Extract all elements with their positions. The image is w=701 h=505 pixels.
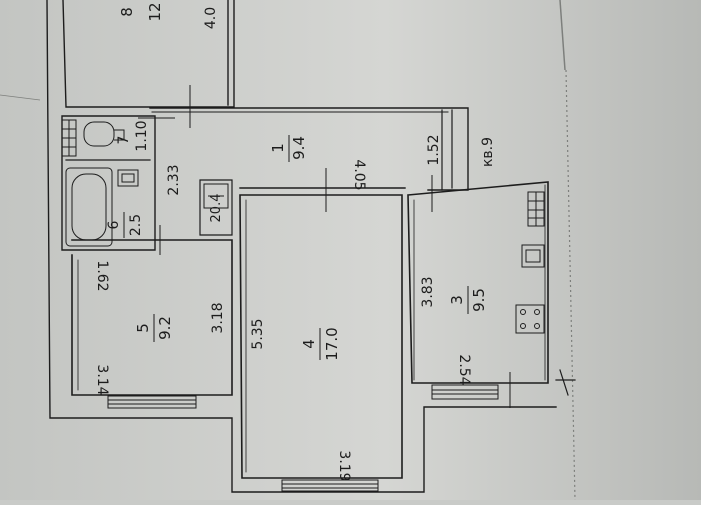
bathtub-icon [65, 167, 113, 247]
windows [107, 384, 499, 492]
kitchen-vent-grille-icon [527, 191, 545, 227]
room-5-dim-side: 3.18 [210, 302, 226, 333]
room-8-area: 12 [146, 2, 164, 21]
room-4-number: 4 [300, 339, 318, 349]
toilet-icon [83, 121, 125, 147]
room-4-dim-bottom: 3.19 [336, 450, 352, 481]
plan-labels: 8 12 4.0 1 9.4 4.05 1.52 1.10 кв.9 7 6 2… [94, 2, 496, 481]
window-room-3 [431, 384, 499, 400]
fixtures [61, 119, 545, 334]
room-6-dim: 2.33 [166, 164, 182, 195]
bathroom-sink-icon [117, 169, 139, 187]
room-5-number: 5 [134, 323, 152, 333]
room-4-dim-side: 5.35 [250, 318, 266, 349]
room-3-dim-bottom: 2.54 [456, 354, 472, 385]
room-1-walls [149, 107, 469, 191]
room-7-dim: 1.10 [134, 120, 150, 151]
room-4-area: 17.0 [323, 327, 341, 360]
room-4-walls [239, 194, 403, 479]
room-1-dim-length: 4.05 [351, 159, 367, 190]
paper-edges [0, 0, 576, 501]
room-6-number: 6 [106, 220, 122, 229]
room-5-area: 9.2 [156, 316, 174, 340]
room-8-dim: 4.0 [203, 7, 219, 29]
room-3-number: 3 [448, 295, 466, 305]
door-ticks [138, 85, 511, 408]
bathroom-walls [61, 115, 156, 251]
window-room-4 [281, 479, 379, 492]
room-3-walls [407, 181, 549, 384]
plan-walls [46, 0, 576, 493]
room-7-number: 7 [116, 136, 132, 145]
room-8-walls [62, 0, 235, 108]
room-3-dim-side: 3.83 [420, 276, 436, 307]
room-8-number: 8 [118, 7, 136, 17]
wc-niche [199, 179, 233, 236]
niche-dim: 20.4 [209, 194, 224, 223]
apartment-label: кв.9 [480, 137, 496, 167]
kitchen-sink-icon [521, 244, 545, 268]
room-5-dim-top: 1.62 [94, 260, 110, 291]
wash-basin-icon [203, 183, 229, 209]
vent-grille-icon [61, 119, 77, 157]
room-1-number: 1 [269, 143, 287, 153]
room-6-area: 2.5 [128, 214, 144, 236]
stove-icon [515, 304, 545, 334]
room-1-dim-width: 1.52 [426, 134, 442, 165]
room-3-area: 9.5 [470, 288, 488, 312]
room-5-walls [71, 239, 233, 396]
window-room-5 [107, 395, 197, 409]
outer-wall-outline [46, 0, 557, 493]
room-5-dim-bottom: 3.14 [94, 364, 110, 395]
room-1-area: 9.4 [290, 136, 308, 160]
